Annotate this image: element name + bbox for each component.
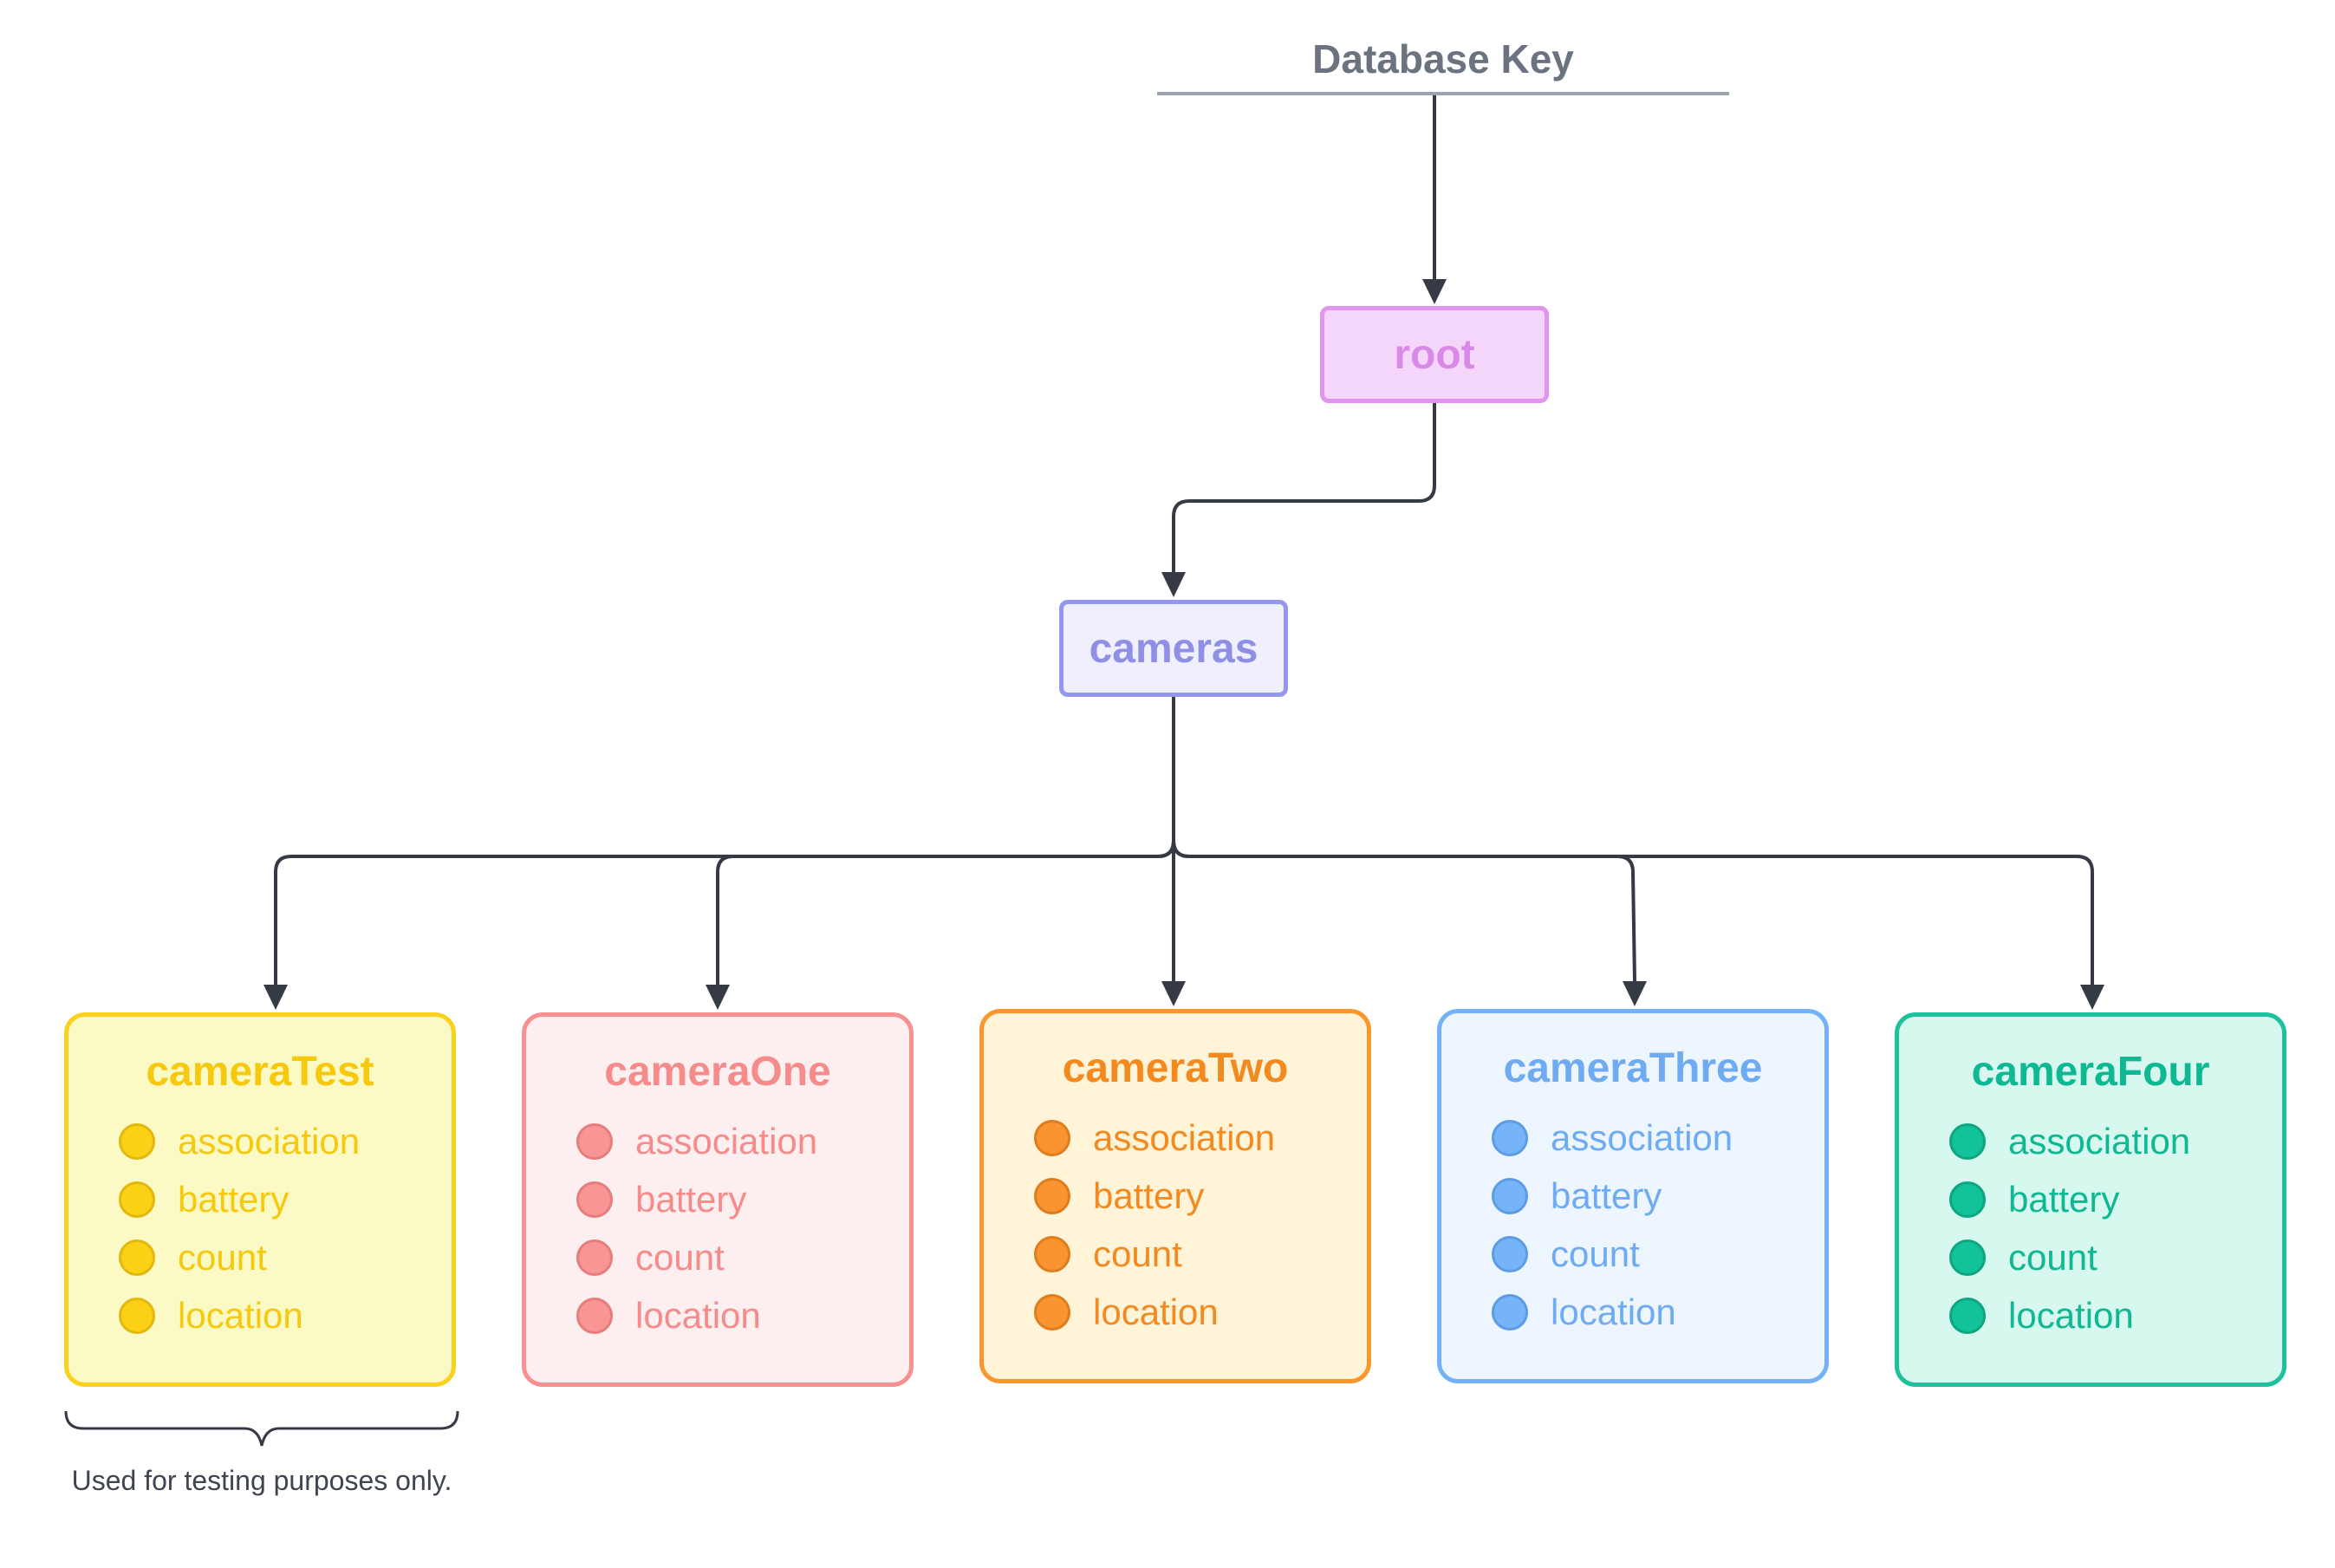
- bullet-dot-icon: [119, 1297, 155, 1334]
- camera-card-cameraTwo: cameraTwo association battery count loca…: [979, 1009, 1371, 1383]
- arrowhead-cameraOne: [706, 985, 730, 1010]
- bullet-dot-icon: [576, 1122, 613, 1160]
- field-label: association: [1093, 1116, 1276, 1158]
- field-list: association battery count location: [984, 1109, 1367, 1341]
- bullet-dot-icon: [1949, 1181, 1986, 1218]
- field-label: battery: [1551, 1174, 1662, 1216]
- bullet-dot-icon: [119, 1122, 155, 1160]
- camera-card-cameraOne: cameraOne association battery count loca…: [522, 1012, 914, 1387]
- diagram-title: Database Key: [1312, 36, 1574, 81]
- card-title: cameraThree: [1503, 1045, 1763, 1091]
- field-label: association: [635, 1120, 818, 1161]
- bullet-dot-icon: [119, 1239, 155, 1276]
- list-item: count: [1492, 1225, 1824, 1283]
- list-item: location: [1949, 1286, 2282, 1344]
- cameras-node-label: cameras: [1089, 625, 1259, 672]
- connector-to-cameraFour: [1172, 840, 2094, 985]
- field-label: count: [178, 1236, 267, 1278]
- camera-card-cameraTest: cameraTest association battery count loc…: [64, 1012, 456, 1387]
- field-label: association: [178, 1120, 361, 1161]
- arrowhead-cameraTest: [263, 985, 288, 1010]
- connector-to-cameraThree: [1172, 840, 1636, 982]
- field-list: association battery count location: [526, 1112, 909, 1344]
- field-label: count: [1093, 1233, 1182, 1274]
- bullet-dot-icon: [1492, 1235, 1528, 1272]
- list-item: count: [1949, 1228, 2282, 1286]
- list-item: battery: [576, 1170, 909, 1228]
- field-label: count: [635, 1236, 725, 1278]
- field-label: battery: [2008, 1178, 2120, 1220]
- list-item: count: [119, 1228, 452, 1286]
- bullet-dot-icon: [1949, 1297, 1986, 1334]
- list-item: association: [1492, 1109, 1824, 1167]
- bullet-dot-icon: [576, 1297, 613, 1334]
- card-title: cameraOne: [604, 1049, 831, 1095]
- root-node-label: root: [1394, 331, 1475, 378]
- bullet-dot-icon: [1034, 1293, 1070, 1331]
- field-list: association battery count location: [68, 1112, 452, 1344]
- list-item: battery: [119, 1170, 452, 1228]
- list-item: association: [1034, 1109, 1367, 1167]
- list-item: location: [576, 1286, 909, 1344]
- arrowhead-cameraFour: [2080, 985, 2104, 1010]
- card-title: cameraTest: [146, 1049, 374, 1095]
- field-label: association: [2008, 1120, 2191, 1161]
- bullet-dot-icon: [1034, 1235, 1070, 1272]
- connector-to-cameraTest: [274, 840, 1175, 985]
- bullet-dot-icon: [1492, 1119, 1528, 1156]
- field-list: association battery count location: [1441, 1109, 1824, 1341]
- field-label: battery: [1093, 1174, 1205, 1216]
- field-list: association battery count location: [1899, 1112, 2282, 1344]
- field-label: location: [1093, 1291, 1219, 1332]
- card-title: cameraFour: [1971, 1049, 2210, 1095]
- field-label: location: [178, 1294, 303, 1336]
- field-label: battery: [178, 1178, 289, 1220]
- field-label: location: [635, 1294, 761, 1336]
- connector-to-cameraOne: [716, 840, 1175, 985]
- list-item: battery: [1034, 1167, 1367, 1225]
- curly-brace: [64, 1410, 459, 1447]
- list-item: association: [576, 1112, 909, 1170]
- list-item: location: [1492, 1283, 1824, 1341]
- field-label: battery: [635, 1178, 747, 1220]
- list-item: count: [576, 1228, 909, 1286]
- arrowhead-cameras: [1161, 572, 1186, 597]
- cameras-node: cameras: [1059, 600, 1288, 697]
- camera-card-cameraThree: cameraThree association battery count lo…: [1437, 1009, 1829, 1383]
- list-item: association: [119, 1112, 452, 1170]
- list-item: battery: [1492, 1167, 1824, 1225]
- field-label: association: [1551, 1116, 1733, 1158]
- bullet-dot-icon: [576, 1181, 613, 1218]
- arrowhead-cameraTwo: [1161, 981, 1186, 1006]
- list-item: count: [1034, 1225, 1367, 1283]
- field-label: location: [2008, 1294, 2134, 1336]
- field-label: count: [1551, 1233, 1640, 1274]
- bullet-dot-icon: [1492, 1293, 1528, 1331]
- camera-card-cameraFour: cameraFour association battery count loc…: [1895, 1012, 2286, 1387]
- bullet-dot-icon: [576, 1239, 613, 1276]
- bullet-dot-icon: [1949, 1239, 1986, 1276]
- arrowhead-root: [1422, 279, 1447, 304]
- connector-root-to-cameras: [1172, 403, 1436, 572]
- bullet-dot-icon: [1949, 1122, 1986, 1160]
- root-node: root: [1320, 306, 1549, 403]
- list-item: location: [119, 1286, 452, 1344]
- bullet-dot-icon: [119, 1181, 155, 1218]
- arrowhead-cameraThree: [1623, 981, 1647, 1006]
- list-item: location: [1034, 1283, 1367, 1341]
- bullet-dot-icon: [1034, 1177, 1070, 1214]
- card-title: cameraTwo: [1062, 1045, 1289, 1091]
- testing-note: Used for testing purposes only.: [71, 1465, 452, 1496]
- field-label: count: [2008, 1236, 2098, 1278]
- field-label: location: [1551, 1291, 1676, 1332]
- list-item: association: [1949, 1112, 2282, 1170]
- bullet-dot-icon: [1034, 1119, 1070, 1156]
- bullet-dot-icon: [1492, 1177, 1528, 1214]
- list-item: battery: [1949, 1170, 2282, 1228]
